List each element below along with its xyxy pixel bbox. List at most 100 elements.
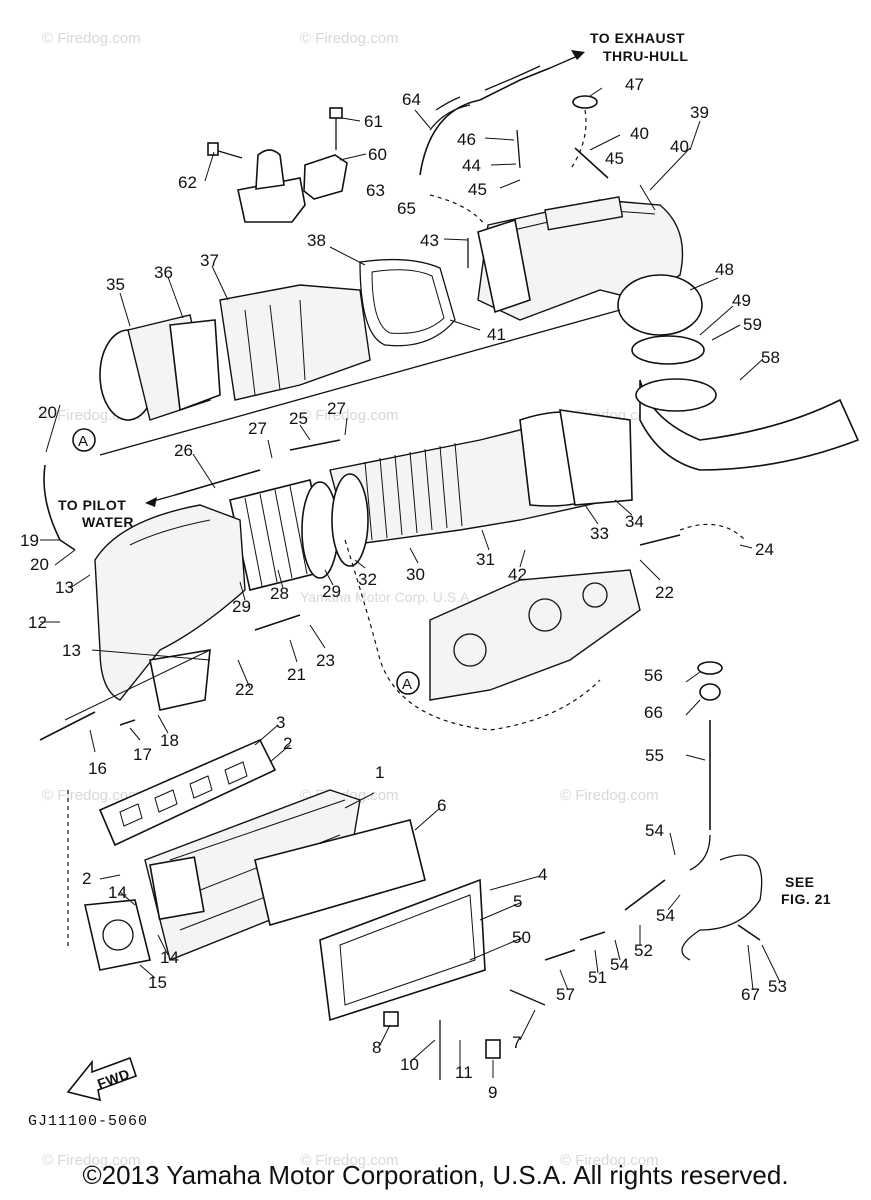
clamp-56 (697, 661, 723, 675)
hose-67-end (681, 929, 701, 961)
bellows-28-ribs (244, 485, 308, 587)
part-label-55: 55 (645, 746, 664, 765)
see-callout-line1: SEE (785, 874, 815, 890)
ref-a-circle-2 (396, 671, 420, 695)
part-label-40a: 40 (630, 124, 649, 143)
part-label-57: 57 (556, 985, 575, 1004)
joint-25 (289, 439, 341, 451)
part-label-50: 50 (512, 928, 531, 947)
part-label-43: 43 (420, 231, 439, 250)
part-label-65: 65 (397, 199, 416, 218)
clamp-59 (635, 378, 717, 412)
watermark: © Firedog.com (300, 30, 399, 47)
part-label-22b: 22 (655, 583, 674, 602)
part-label-66: 66 (644, 703, 663, 722)
part-label-42: 42 (508, 565, 527, 584)
engine-port-3 (582, 582, 608, 608)
watermark: © Firedog.com (300, 407, 399, 424)
hose-64 (419, 67, 551, 176)
part-label-60: 60 (368, 145, 387, 164)
pilot-callout-line1: TO PILOT (58, 497, 126, 513)
part-label-54a: 54 (645, 821, 664, 840)
part-label-37: 37 (200, 251, 219, 270)
exhaust-callout-line1: TO EXHAUST (590, 30, 685, 46)
bolt-17 (119, 719, 136, 726)
watermark: © Firedog.com (42, 787, 141, 804)
part-label-26: 26 (174, 441, 193, 460)
clamp-49 (631, 335, 705, 365)
gasket-41 (359, 258, 456, 347)
part-labels: 1 2 2 3 4 5 6 7 8 9 10 11 12 13 13 14 14… (20, 75, 787, 1102)
part-label-33: 33 (590, 524, 609, 543)
clamp-32 (331, 473, 369, 567)
part-label-67: 67 (741, 985, 760, 1004)
joint-52 (624, 879, 666, 911)
part-label-40b: 40 (670, 137, 689, 156)
gasket-41-inner (371, 269, 445, 334)
part-label-64: 64 (402, 90, 421, 109)
part-label-18: 18 (160, 731, 179, 750)
hose-67 (699, 854, 763, 931)
part-label-1: 1 (375, 763, 384, 782)
part-label-11: 11 (455, 1063, 473, 1082)
exhaust-arrow-line (549, 54, 581, 69)
watermark: © Firedog.com (42, 1152, 141, 1169)
cover-4 (319, 878, 486, 1022)
engine-port-1 (453, 633, 487, 667)
reference-a-markers: A A (72, 428, 420, 695)
watermark: © Firedog.com (560, 787, 659, 804)
part-label-59: 59 (743, 315, 762, 334)
hose-58 (639, 379, 860, 471)
part-label-29b: 29 (322, 582, 341, 601)
gasket-15-port (102, 919, 134, 951)
nipple-40 (639, 184, 656, 211)
part-label-56: 56 (644, 666, 663, 685)
part-label-15: 15 (148, 973, 167, 992)
part-label-29a: 29 (232, 597, 251, 616)
water-lock-rib (129, 519, 211, 546)
pilot-arrow-head (145, 497, 157, 507)
watermark: © Firedog.com (560, 1152, 659, 1169)
nut-66 (699, 683, 721, 701)
gasket-36 (169, 319, 221, 412)
ref-a-label-2: A (402, 676, 412, 693)
part-label-7: 7 (512, 1033, 521, 1052)
bolt-8 (383, 1011, 399, 1027)
hose-route-a (344, 539, 601, 731)
part-label-45a: 45 (605, 149, 624, 168)
part-label-12: 12 (28, 613, 47, 632)
part-label-23: 23 (316, 651, 335, 670)
part-label-13b: 13 (62, 641, 81, 660)
part-label-46: 46 (457, 130, 476, 149)
part-label-30: 30 (406, 565, 425, 584)
hose-53 (737, 924, 761, 941)
part-label-20a: 20 (38, 403, 57, 422)
fwd-arrow: FWD (66, 1056, 138, 1102)
exhaust-arrow-head (571, 50, 585, 60)
part-label-2b: 2 (82, 869, 91, 888)
bolt-head-61 (329, 107, 343, 119)
bolt-9 (485, 1039, 501, 1059)
pipe-26 (174, 469, 261, 496)
gasket-34 (559, 409, 633, 506)
part-label-54b: 54 (656, 906, 675, 925)
hose-40 (574, 147, 609, 179)
bolt-62 (214, 149, 243, 159)
part-label-47: 47 (625, 75, 644, 94)
hose-51 (579, 931, 606, 941)
hose-route-65 (429, 194, 486, 226)
watermark: © Firedog.com (42, 30, 141, 47)
engine-block-ref (429, 569, 641, 701)
chamber-label-plate (544, 196, 624, 231)
part-label-17: 17 (133, 745, 152, 764)
part-label-21: 21 (287, 665, 306, 684)
chamber-flange (477, 218, 531, 314)
center-watermark: Yamaha Motor Corp. U.S.A. (300, 589, 473, 605)
pipe-30-corrugations (364, 442, 463, 541)
hose-55-bend (689, 834, 711, 871)
reference-line-a (99, 309, 621, 456)
pilot-callout-line2: WATER (82, 514, 134, 530)
engine-bracket (237, 177, 306, 223)
part-label-63: 63 (366, 181, 385, 200)
part-label-62: 62 (178, 173, 197, 192)
